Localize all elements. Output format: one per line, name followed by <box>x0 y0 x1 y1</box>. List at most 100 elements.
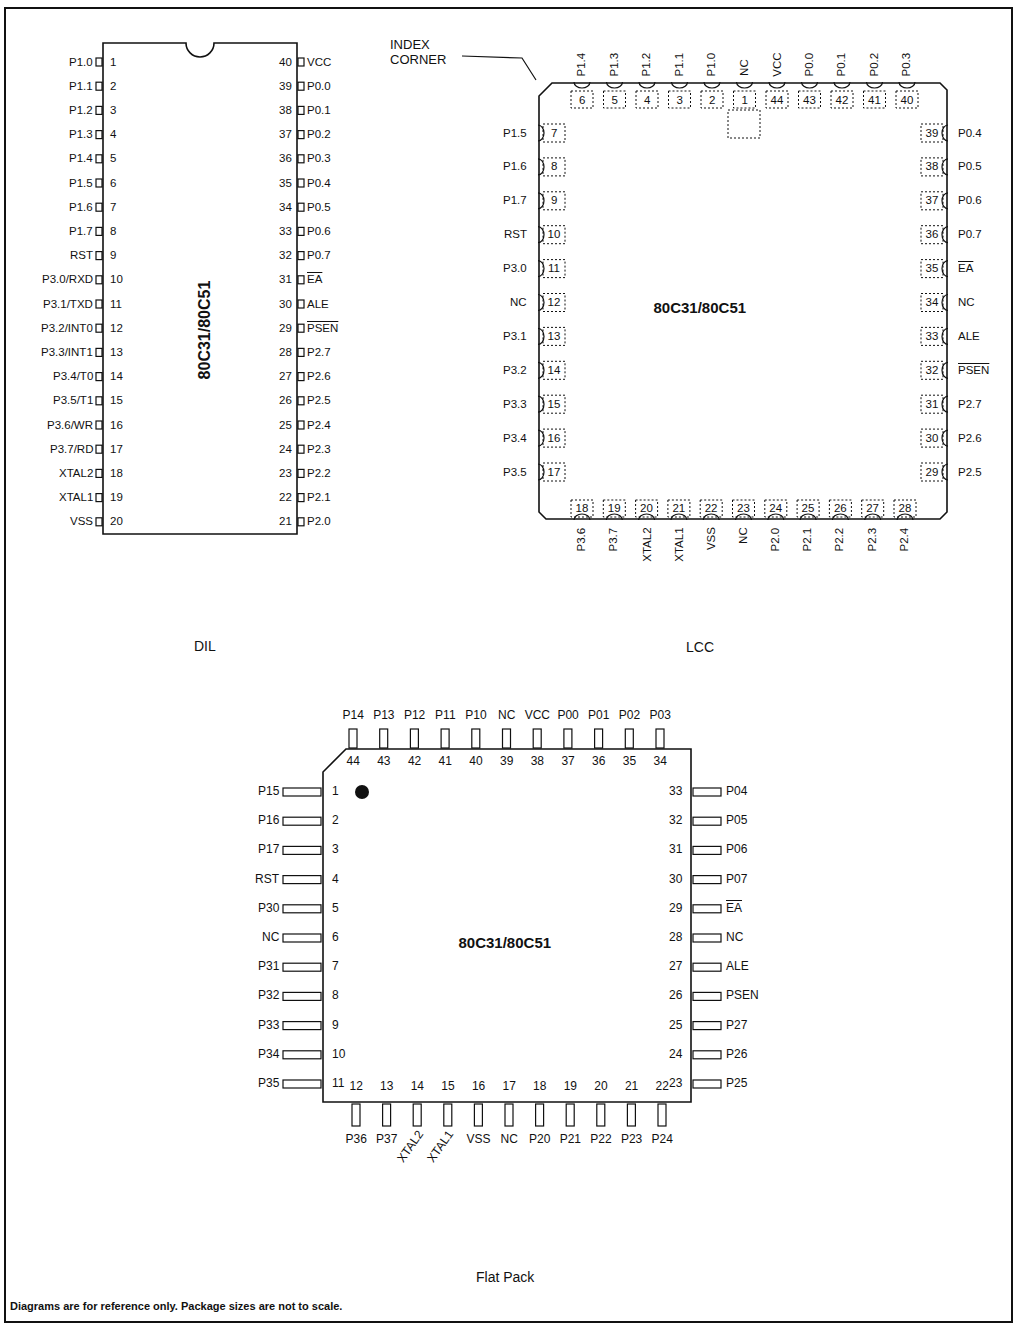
pin-lead <box>96 276 102 284</box>
pin1-dot <box>355 785 369 799</box>
pin-number: 13 <box>548 330 561 343</box>
pin-pad <box>896 91 918 108</box>
pin-name: P3.1 <box>503 330 527 343</box>
pin-lead <box>410 729 418 748</box>
pin-name: NC <box>737 527 750 544</box>
pin-name: P3.7 <box>608 527 621 551</box>
package-outline <box>322 748 692 1103</box>
pin-name: RST <box>504 228 527 241</box>
pin-pad <box>921 260 943 278</box>
pin-lead <box>283 1080 321 1088</box>
pin-lead <box>625 729 633 748</box>
pin-number: 42 <box>836 94 849 107</box>
pin-number: 25 <box>669 1019 682 1033</box>
pin-name: ALE <box>726 960 749 974</box>
pin-lead <box>472 729 480 748</box>
package-caption: Flat Pack <box>476 1269 534 1285</box>
pin-number: 33 <box>279 225 292 238</box>
package-caption: LCC <box>686 639 714 655</box>
pin-name: EA <box>307 273 322 286</box>
pin-name: P1.7 <box>69 225 93 238</box>
pin-pad <box>921 226 943 244</box>
pin-number: 41 <box>439 755 452 769</box>
pin-name: P3.4 <box>503 432 527 445</box>
pin-name: P27 <box>726 1019 747 1033</box>
flatpack-package: 80C31/80C51 <box>322 748 692 1103</box>
pin-lead <box>693 1080 721 1088</box>
pin-pad <box>543 226 565 244</box>
pin-number: 7 <box>332 960 339 974</box>
pin-name: P23 <box>621 1133 642 1147</box>
pin-lead <box>380 729 388 748</box>
pin-name: P33 <box>258 1019 279 1033</box>
pin-lead <box>298 518 304 526</box>
pin-lead <box>96 348 102 356</box>
dil-package: 80C31/80C51 <box>102 42 298 535</box>
pin-lead <box>96 131 102 139</box>
pin-number: 35 <box>279 177 292 190</box>
package-body <box>539 83 947 519</box>
pin-name: P22 <box>590 1133 611 1147</box>
chip-name: 80C31/80C51 <box>654 299 747 316</box>
pin-name: P1.2 <box>640 52 653 76</box>
pin-lead <box>298 131 304 139</box>
pin-number: 28 <box>669 931 682 945</box>
pin-name: P1.7 <box>503 194 527 207</box>
pin-lead <box>298 203 304 211</box>
pin-name: P0.1 <box>307 104 331 117</box>
pin-number: 4 <box>644 94 650 107</box>
pin-lead <box>298 58 304 66</box>
pin-name: P2.5 <box>307 394 331 407</box>
pin-number: 14 <box>110 370 123 383</box>
pin-number: 20 <box>640 502 653 515</box>
pin-name: NC <box>726 931 743 945</box>
pin-pad <box>921 395 943 413</box>
pin-number: 26 <box>669 989 682 1003</box>
pin-lead <box>96 469 102 477</box>
pin-name: P2.7 <box>307 346 331 359</box>
callout-text: INDEX CORNER <box>390 38 468 68</box>
pin-number: 44 <box>771 94 784 107</box>
pin-lead <box>96 494 102 502</box>
pin-lead <box>693 992 721 1000</box>
pin-number: 2 <box>332 814 339 828</box>
pin-number: 5 <box>332 902 339 916</box>
pin-number: 18 <box>110 467 123 480</box>
pin-name: VCC <box>525 709 550 723</box>
pin-number: 39 <box>279 80 292 93</box>
pin-number: 10 <box>110 273 123 286</box>
pin-number: 1 <box>742 94 748 107</box>
pin-name: P01 <box>588 709 609 723</box>
pin-number: 2 <box>709 94 715 107</box>
pin-number: 8 <box>110 225 116 238</box>
pin-number: 12 <box>548 296 561 309</box>
pin-name: P04 <box>726 785 747 799</box>
pin-name: P37 <box>376 1133 397 1147</box>
pin-number: 32 <box>926 364 939 377</box>
pin-name: P34 <box>258 1048 279 1062</box>
pin-lead <box>298 276 304 284</box>
pin-name: P31 <box>258 960 279 974</box>
pin-lead <box>566 1104 574 1126</box>
pin-pad <box>921 429 943 447</box>
pin-number: 26 <box>279 394 292 407</box>
pin-name: P03 <box>650 709 671 723</box>
pin-number: 15 <box>441 1080 454 1094</box>
pin-lead <box>503 729 511 748</box>
package-caption: DIL <box>194 638 216 654</box>
pin-lead <box>444 1104 452 1126</box>
pin-lead <box>96 203 102 211</box>
pin-number: 23 <box>737 502 750 515</box>
frame-border <box>5 8 1012 1322</box>
pin-pad <box>701 91 723 108</box>
pin-lead <box>298 445 304 453</box>
pin-name: XTAL2 <box>59 467 93 480</box>
pin-pad <box>864 91 886 108</box>
pin-number: 27 <box>866 502 879 515</box>
pin-pad <box>921 192 943 210</box>
pin-number: 5 <box>110 152 116 165</box>
pin-pad <box>831 91 853 108</box>
chip-name: 80C31/80C51 <box>196 281 214 380</box>
pin-name: P2.0 <box>307 515 331 528</box>
pin-number: 6 <box>332 931 339 945</box>
